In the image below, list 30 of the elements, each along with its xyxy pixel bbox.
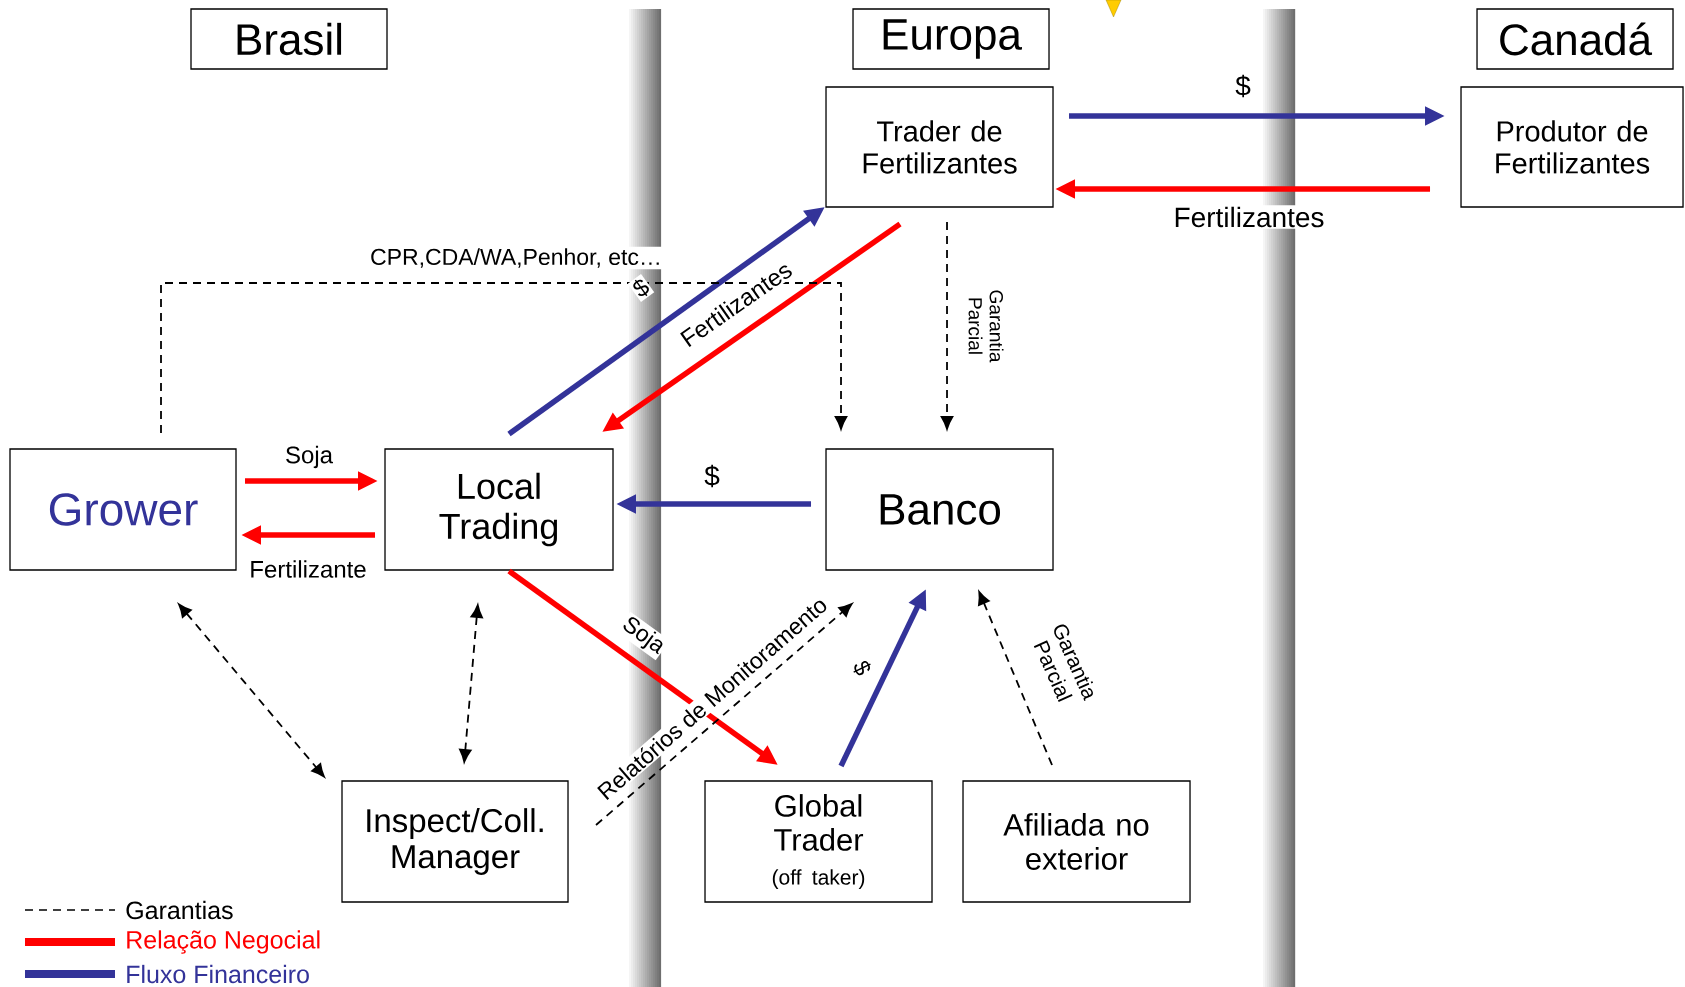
entity-box: Afiliada no exterior [962,780,1191,903]
edge-label: $ [1233,73,1253,99]
entity-box: Inspect/Coll. Manager [341,780,569,903]
edge-label: Fertilizante [247,558,369,580]
region-header: Brasil [190,8,388,70]
entity-box: Produtor de Fertilizantes [1460,86,1684,208]
entity-box: Grower [9,448,237,571]
edge-label: Soja [283,444,335,470]
region-header: Europa [852,8,1050,70]
edge-label: $ [627,274,655,302]
edge-label: Soja [616,611,671,661]
arrow [978,591,1053,766]
entity-box: Trader de Fertilizantes [825,86,1054,208]
entity-box: Global Trader (off taker) [704,780,933,903]
edge-label: Fertilizantes [1172,205,1326,229]
edge-label: $ [848,656,876,680]
entity-box: Banco [825,448,1054,571]
arrow [178,603,325,778]
legend-label: Relação Negocial [127,930,320,954]
edge-label: $ [702,463,722,489]
legend-label: Garantias [126,900,233,920]
arrow [595,603,853,826]
arrow [459,604,483,763]
edge-label: Garantia Parcial [967,279,1005,373]
legend-label: Fluxo Financeiro [127,964,309,984]
arrow [940,221,954,430]
arrow [160,282,848,434]
entity-box: Local Trading [384,448,614,571]
edge-label: CPR,CDA/WA,Penhor, etc… [368,246,664,270]
region-header: Canadá [1476,8,1674,70]
